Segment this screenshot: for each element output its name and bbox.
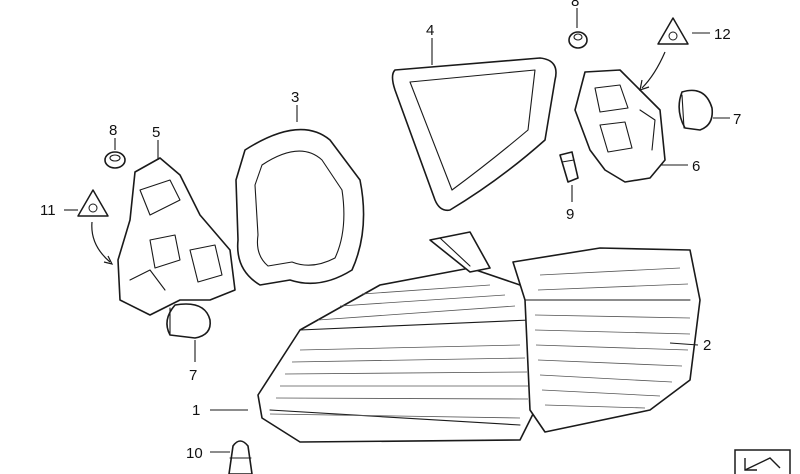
- callout-2: 2: [703, 337, 711, 354]
- part-10-grommet: [228, 440, 253, 474]
- callout-12: 12: [714, 26, 731, 43]
- part-7-bulb-left: [166, 303, 212, 339]
- callout-6: 6: [692, 158, 700, 175]
- bulb-warning-triangle-icon: [77, 189, 109, 217]
- part-7-bulb-right: [678, 89, 714, 131]
- part-5-bulb-holder: [117, 157, 236, 316]
- callout-1: 1: [192, 402, 200, 419]
- warning-arrows: [91, 51, 666, 265]
- callout-7-right: 7: [733, 111, 741, 128]
- corner-arrow-badge-icon: [734, 449, 791, 474]
- leader-lines: [64, 8, 730, 453]
- part-8-nut-right: [568, 31, 588, 49]
- part-9-small-bulb: [559, 151, 579, 183]
- part-8-nut-left: [104, 151, 126, 169]
- callout-7-left: 7: [189, 367, 197, 384]
- callout-9: 9: [566, 206, 574, 223]
- callout-labels: 1 2 3 4 5 6 7 7 8 8 9 10 11 12: [40, 0, 741, 462]
- callout-4: 4: [426, 22, 434, 39]
- callout-3: 3: [291, 89, 299, 106]
- callout-11: 11: [40, 202, 56, 219]
- part-1-outer-tail-light: [257, 231, 541, 443]
- callout-8-left: 8: [109, 122, 117, 139]
- part-3-gasket: [235, 128, 365, 286]
- callout-8-right: 8: [571, 0, 579, 10]
- part-6-bulb-holder: [574, 69, 666, 183]
- part-2-inner-tail-light: [512, 247, 701, 433]
- callout-5: 5: [152, 124, 160, 141]
- part-4-gasket: [391, 57, 557, 212]
- callout-10: 10: [186, 445, 203, 462]
- bulb-warning-triangle-icon: [657, 17, 689, 45]
